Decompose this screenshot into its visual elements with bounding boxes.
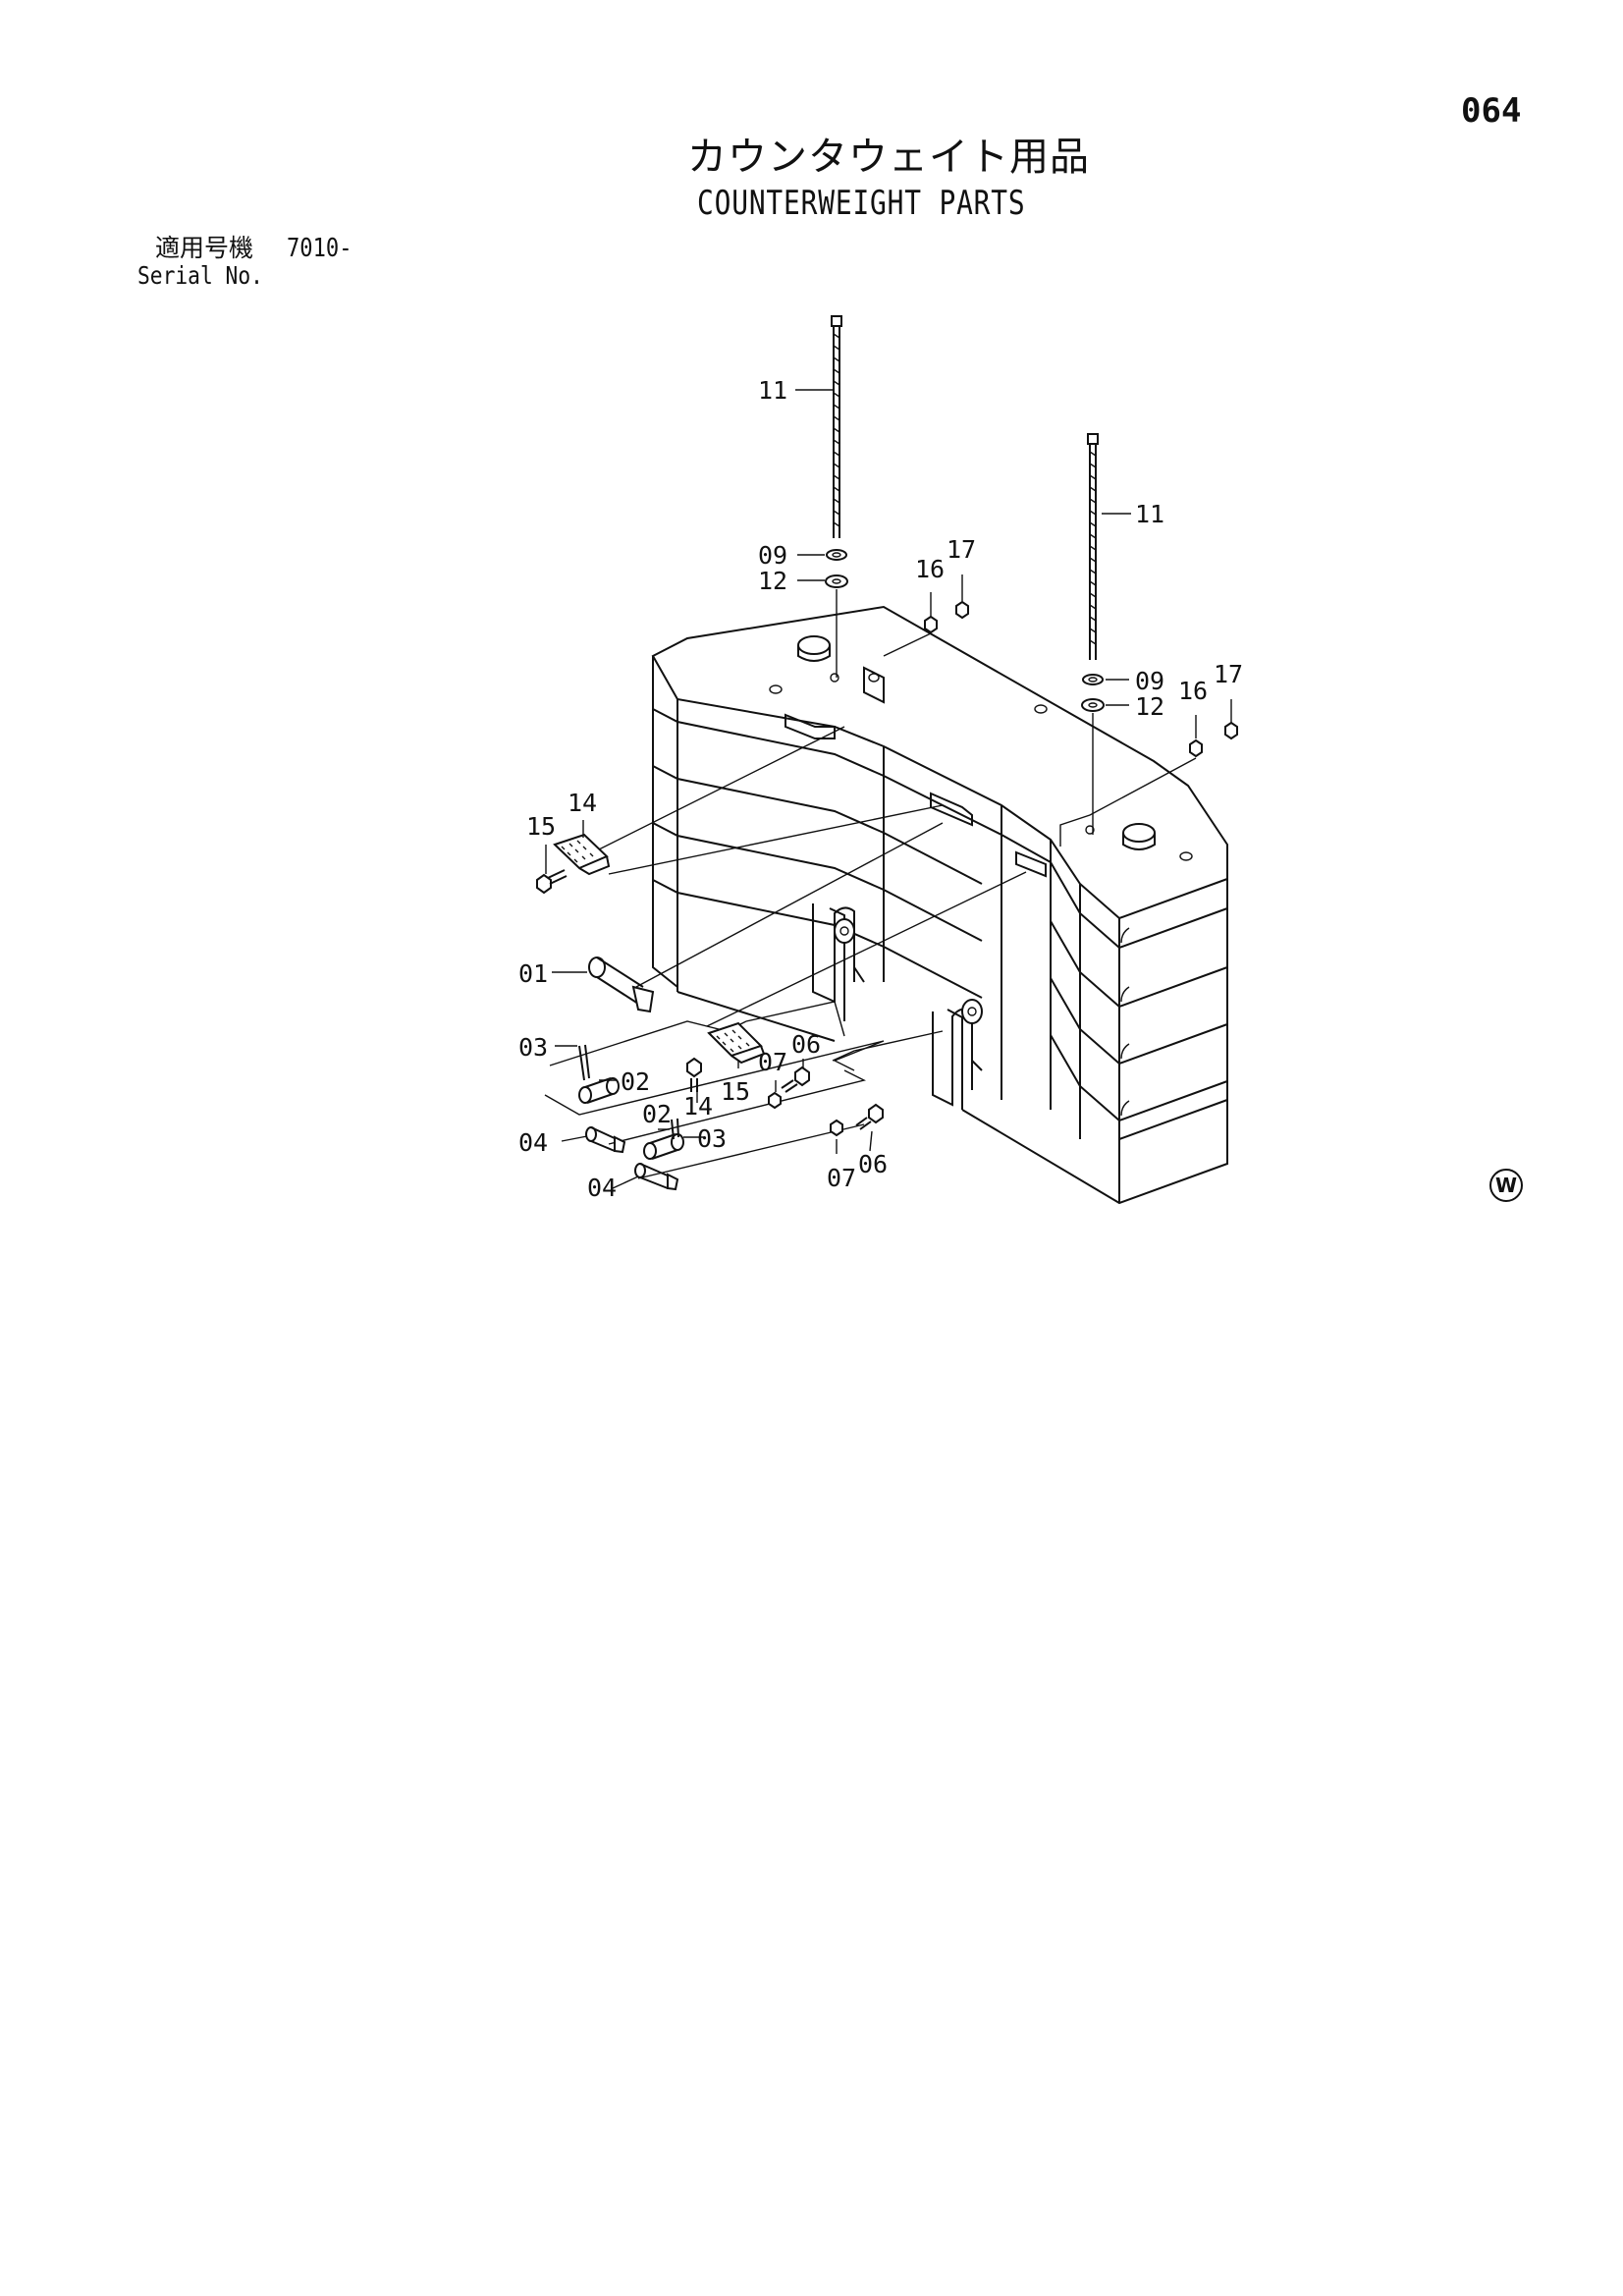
callout-12: 12 [758, 567, 787, 595]
step-plates [553, 833, 766, 1065]
callout-11: 11 [1135, 500, 1164, 528]
callout-01: 01 [518, 959, 548, 988]
callout-17: 17 [1214, 660, 1243, 688]
page-title-japanese: カウンタウェイト用品 [687, 135, 1090, 180]
callout-17: 17 [947, 535, 976, 564]
callout-09: 09 [758, 541, 787, 570]
serial-value: 7010- [287, 234, 352, 263]
small-bolts [536, 869, 884, 1137]
callout-14: 14 [683, 1092, 713, 1121]
callout-labels: 11 11 09 12 16 17 09 12 16 17 15 14 01 0… [518, 376, 1243, 1202]
callout-15: 15 [526, 812, 556, 841]
callout-02: 02 [642, 1100, 672, 1128]
callout-leaders [545, 389, 1232, 1189]
callout-09: 09 [1135, 667, 1164, 695]
w-mark-symbol: W [1489, 1169, 1523, 1202]
callout-04: 04 [587, 1174, 617, 1202]
long-bolt-right [1087, 433, 1099, 660]
callout-16: 16 [915, 555, 945, 583]
callout-06: 06 [791, 1030, 821, 1059]
small-nuts [924, 600, 1238, 758]
long-bolt-left [831, 315, 842, 538]
serial-label-japanese: 適用号機 [155, 234, 254, 262]
callout-03: 03 [697, 1124, 727, 1153]
callout-03: 03 [518, 1033, 548, 1062]
callout-04: 04 [518, 1128, 548, 1157]
callout-15: 15 [721, 1077, 750, 1106]
pin-01 [588, 957, 655, 1013]
washers [825, 549, 1105, 712]
callout-07: 07 [827, 1164, 856, 1192]
callout-16: 16 [1178, 677, 1208, 705]
pins-02-03-04 [578, 1044, 684, 1191]
callout-07: 07 [758, 1048, 787, 1076]
callout-06: 06 [858, 1150, 888, 1178]
callout-11: 11 [758, 376, 787, 405]
callout-12: 12 [1135, 692, 1164, 721]
callout-02: 02 [621, 1067, 650, 1096]
serial-label-english: Serial No. [137, 261, 263, 290]
counterweight-body [651, 605, 1228, 1205]
page-number: 064 [1461, 91, 1522, 131]
page-title-english: COUNTERWEIGHT PARTS [697, 184, 1026, 223]
callout-14: 14 [568, 789, 597, 817]
